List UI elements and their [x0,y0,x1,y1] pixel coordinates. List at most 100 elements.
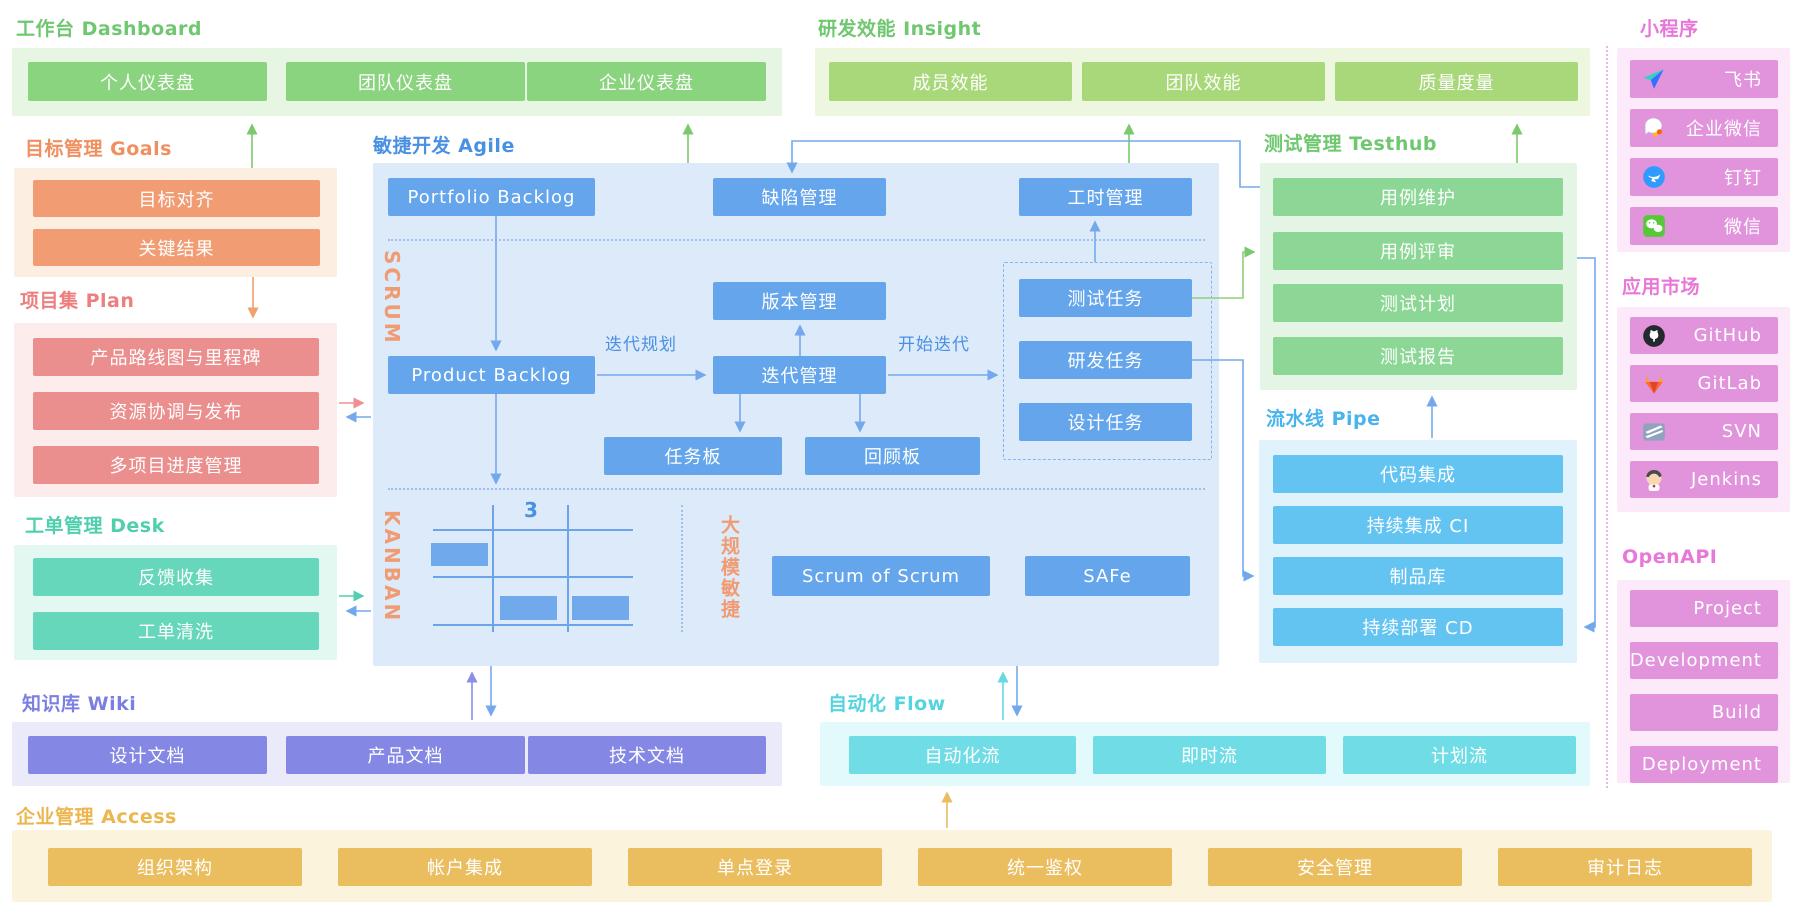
goal-alignment-button[interactable]: 目标对齐 [33,180,320,217]
plan-section-title: 项目集 Plan [20,290,135,312]
task-board-button[interactable]: 任务板 [604,437,782,475]
defect-management-button[interactable]: 缺陷管理 [713,178,886,216]
gitlab-button[interactable]: GitLab [1630,365,1778,402]
scrum-label: SCRUM [380,250,404,346]
product-backlog-button[interactable]: Product Backlog [388,356,595,394]
member-efficiency-button[interactable]: 成员效能 [829,62,1072,101]
github-icon [1641,323,1667,349]
ticket-cleaning-button[interactable]: 工单清洗 [33,612,319,650]
jenkins-icon [1641,467,1667,493]
wecom-icon [1641,115,1667,141]
dashboard-section-title: 工作台 Dashboard [16,18,202,40]
org-structure-button[interactable]: 组织架构 [48,848,302,886]
worklog-management-button[interactable]: 工时管理 [1019,178,1192,216]
design-task-button[interactable]: 设计任务 [1019,403,1192,441]
pipeline-section-title: 流水线 Pipe [1266,408,1381,430]
gitlab-icon [1641,371,1667,397]
dingtalk-button[interactable]: 钉钉 [1630,158,1778,196]
feishu-icon [1641,66,1667,92]
connector-testhub-to-cd [1577,257,1596,633]
dev-task-button[interactable]: 研发任务 [1019,341,1192,379]
automation-flow-button[interactable]: 自动化流 [849,736,1076,774]
access-section-title: 企业管理 Access [16,806,177,828]
svn-button[interactable]: SVN [1630,413,1778,450]
audit-log-button[interactable]: 审计日志 [1498,848,1752,886]
sso-button[interactable]: 单点登录 [628,848,882,886]
scale-agile-label: 大规模敏捷 [718,515,740,620]
enterprise-dashboard-button[interactable]: 企业仪表盘 [527,62,766,101]
cd-button[interactable]: 持续部署 CD [1273,608,1563,646]
agile-section-title: 敏捷开发 Agile [373,135,515,157]
github-button[interactable]: GitHub [1630,317,1778,354]
iteration-management-button[interactable]: 迭代管理 [713,356,886,394]
quality-metrics-button[interactable]: 质量度量 [1335,62,1578,101]
portfolio-backlog-button[interactable]: Portfolio Backlog [388,178,595,216]
wechat-icon [1641,213,1667,239]
feishu-button[interactable]: 飞书 [1630,60,1778,98]
version-management-button[interactable]: 版本管理 [713,282,886,320]
personal-dashboard-button[interactable]: 个人仪表盘 [28,62,267,101]
svn-icon [1641,419,1667,445]
tech-doc-button[interactable]: 技术文档 [528,736,766,774]
ci-button[interactable]: 持续集成 CI [1273,506,1563,544]
retro-board-button[interactable]: 回顾板 [805,437,980,475]
jenkins-button[interactable]: Jenkins [1630,461,1778,498]
test-plan-button[interactable]: 测试计划 [1273,284,1563,322]
dingtalk-icon [1641,164,1667,190]
goals-section-title: 目标管理 Goals [25,138,172,160]
account-integration-button[interactable]: 帐户集成 [338,848,592,886]
flow-section-title: 自动化 Flow [828,693,946,715]
openapi-section-title: OpenAPI [1622,546,1718,568]
design-doc-button[interactable]: 设计文档 [28,736,267,774]
kanban-scale-divider [681,505,683,632]
agile-separator-top [388,239,1205,241]
openapi-development-button[interactable]: Development [1630,642,1778,679]
github-label: GitHub [1693,325,1762,346]
scrum-of-scrum-button[interactable]: Scrum of Scrum [772,556,990,596]
svn-label: SVN [1721,421,1762,442]
roadmap-milestone-button[interactable]: 产品路线图与里程碑 [33,338,319,376]
openapi-build-button[interactable]: Build [1630,694,1778,731]
wechat-label: 微信 [1724,217,1762,238]
marketplace-section-title: 应用市场 [1622,276,1701,298]
safe-button[interactable]: SAFe [1025,556,1190,596]
case-maintenance-button[interactable]: 用例维护 [1273,178,1563,216]
test-task-button[interactable]: 测试任务 [1019,279,1192,317]
team-dashboard-button[interactable]: 团队仪表盘 [286,62,525,101]
product-doc-button[interactable]: 产品文档 [286,736,525,774]
key-results-button[interactable]: 关键结果 [33,229,320,266]
agile-separator-bottom [388,488,1205,490]
iteration-planning-label: 迭代规划 [605,335,677,355]
openapi-deployment-button[interactable]: Deployment [1630,746,1778,783]
desk-section-title: 工单管理 Desk [25,515,165,537]
multi-project-progress-button[interactable]: 多项目进度管理 [33,446,319,484]
kanban-board-sketch [431,505,633,632]
insight-section-title: 研发效能 Insight [818,18,982,40]
testhub-section-title: 测试管理 Testhub [1264,133,1437,155]
start-iteration-label: 开始迭代 [898,335,970,355]
wechat-button[interactable]: 微信 [1630,207,1778,245]
feishu-label: 飞书 [1724,70,1762,91]
scheduled-flow-button[interactable]: 计划流 [1343,736,1576,774]
case-review-button[interactable]: 用例评审 [1273,232,1563,270]
feedback-collection-button[interactable]: 反馈收集 [33,558,319,596]
jenkins-label: Jenkins [1690,469,1762,490]
wecom-label: 企业微信 [1686,119,1762,140]
gitlab-label: GitLab [1697,373,1762,394]
wiki-section-title: 知识库 Wiki [22,693,137,715]
code-integration-button[interactable]: 代码集成 [1273,455,1563,493]
right-column-divider [1606,46,1608,788]
dingtalk-label: 钉钉 [1724,168,1762,189]
access-panel [12,830,1772,902]
instant-flow-button[interactable]: 即时流 [1093,736,1326,774]
test-report-button[interactable]: 测试报告 [1273,337,1563,375]
resource-release-button[interactable]: 资源协调与发布 [33,392,319,430]
security-management-button[interactable]: 安全管理 [1208,848,1462,886]
unified-auth-button[interactable]: 统一鉴权 [918,848,1172,886]
artifact-repo-button[interactable]: 制品库 [1273,557,1563,595]
wecom-button[interactable]: 企业微信 [1630,109,1778,147]
openapi-project-button[interactable]: Project [1630,590,1778,627]
kanban-wip-limit: 3 [524,498,538,522]
team-efficiency-button[interactable]: 团队效能 [1082,62,1325,101]
